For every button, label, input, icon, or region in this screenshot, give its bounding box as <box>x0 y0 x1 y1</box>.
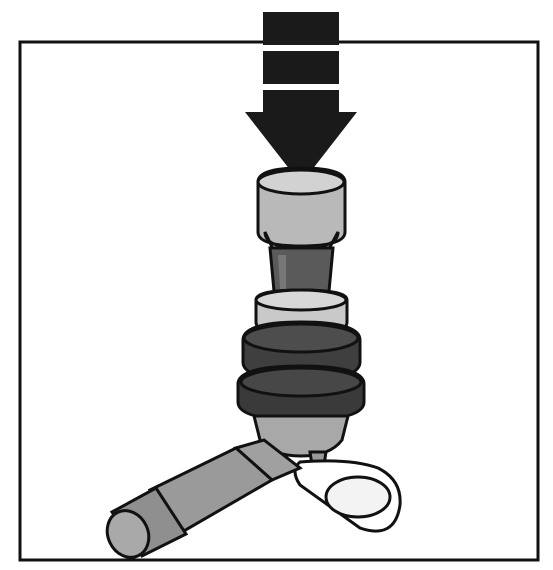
dark-ring-upper <box>241 320 362 382</box>
down-arrow-icon <box>245 12 357 184</box>
dark-ring-lower <box>236 364 366 422</box>
portafilter-icon <box>105 414 402 559</box>
